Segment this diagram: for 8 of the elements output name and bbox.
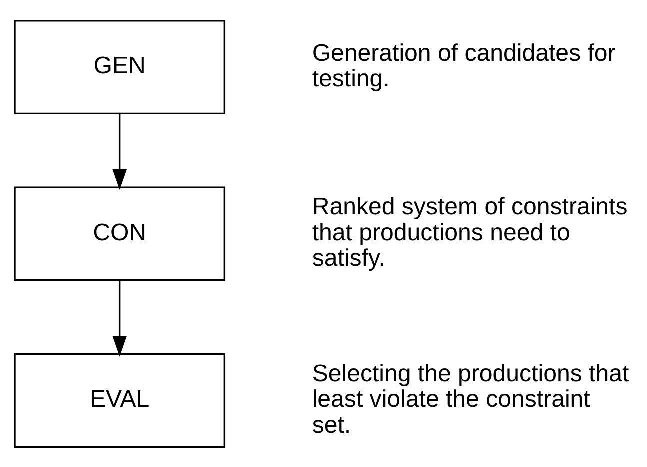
node-box: EVAL <box>14 352 226 448</box>
node-label: Ranked system of constraints that productions need to satisfy. <box>312 193 628 272</box>
arrow <box>112 114 128 190</box>
node-label: Generation of candidates for testing. <box>312 39 616 92</box>
node-label: Selecting the productions that least violate the constraint set. <box>312 360 630 438</box>
node-box: CON <box>14 186 226 281</box>
arrow <box>112 280 128 356</box>
node-box: GEN <box>14 20 226 114</box>
